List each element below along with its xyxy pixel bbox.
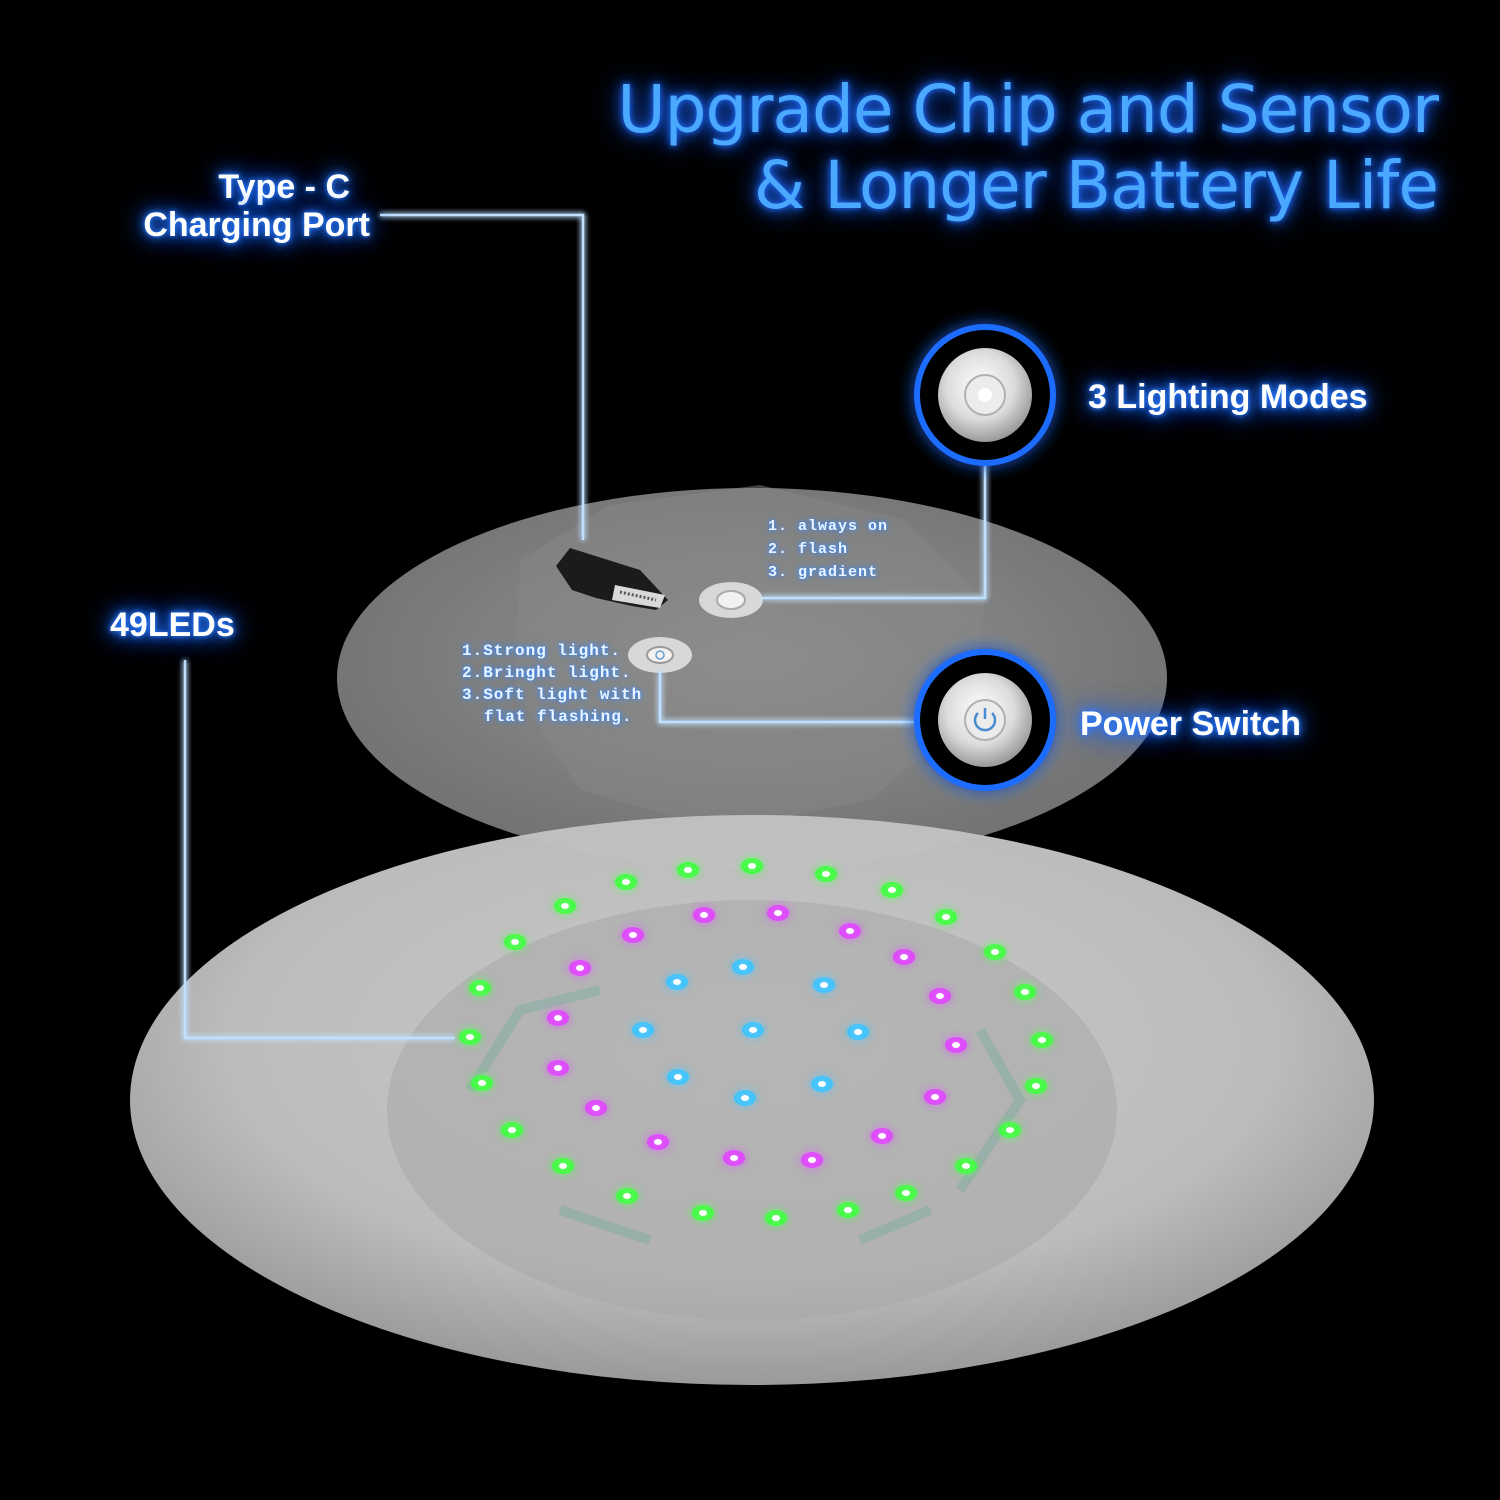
led-core (559, 1163, 567, 1169)
led-core (962, 1163, 970, 1169)
led-core (739, 964, 747, 970)
led-core (748, 863, 756, 869)
mode-item: 1. always on (768, 518, 889, 535)
power-switch-label: Power Switch (1080, 705, 1302, 743)
power-switch-button-icon (914, 649, 1056, 791)
led-core (878, 1133, 886, 1139)
brightness-item: flat flashing. (484, 708, 633, 726)
power-button-small-icon (628, 637, 692, 673)
led-core (1038, 1037, 1046, 1043)
charging-port-line-1: Type - C (218, 168, 350, 206)
led-core (629, 932, 637, 938)
brightness-list: 1.Strong light. 2.Bringht light. 3.Soft … (462, 640, 642, 728)
led-core (508, 1127, 516, 1133)
mode-list: 1. always on 2. flash 3. gradient (768, 515, 888, 584)
headline: Upgrade Chip and Sensor & Longer Battery… (438, 71, 1439, 224)
led-core (476, 985, 484, 991)
led-core (1032, 1083, 1040, 1089)
led-core (730, 1155, 738, 1161)
callout-lines (183, 213, 987, 1040)
led-core (808, 1157, 816, 1163)
led-core (639, 1027, 647, 1033)
led-core (673, 979, 681, 985)
led-core (684, 867, 692, 873)
led-core (1006, 1127, 1014, 1133)
brightness-item: 3.Soft light with (462, 686, 643, 704)
led-core (942, 914, 950, 920)
led-array (459, 858, 1053, 1226)
led-core (700, 912, 708, 918)
brightness-item: 2.Bringht light. (462, 664, 632, 682)
led-core (846, 928, 854, 934)
charging-port-label: Type - C Charging Port (100, 168, 370, 244)
led-core (844, 1207, 852, 1213)
led-core (749, 1027, 757, 1033)
led-core (511, 939, 519, 945)
charging-port-line-2: Charging Port (143, 206, 370, 244)
mode-item: 3. gradient (768, 564, 879, 581)
headline-line-1: Upgrade Chip and Sensor (617, 71, 1439, 148)
led-core (699, 1210, 707, 1216)
lighting-mode-button-icon (914, 324, 1056, 466)
led-core (818, 1081, 826, 1087)
led-core (554, 1015, 562, 1021)
type-c-port-icon (556, 548, 668, 610)
led-core (774, 910, 782, 916)
leds-label: 49LEDs (110, 606, 235, 644)
led-core (622, 879, 630, 885)
led-core (854, 1029, 862, 1035)
led-core (952, 1042, 960, 1048)
led-core (902, 1190, 910, 1196)
led-core (623, 1193, 631, 1199)
led-core (741, 1095, 749, 1101)
led-core (888, 887, 896, 893)
led-core (991, 949, 999, 955)
led-core (554, 1065, 562, 1071)
led-core (674, 1074, 682, 1080)
led-core (900, 954, 908, 960)
headline-line-2: & Longer Battery Life (753, 147, 1439, 224)
led-core (592, 1105, 600, 1111)
brightness-item: 1.Strong light. (462, 642, 622, 660)
led-core (576, 965, 584, 971)
led-core (820, 982, 828, 988)
led-core (936, 993, 944, 999)
mode-item: 2. flash (768, 541, 849, 558)
led-core (772, 1215, 780, 1221)
led-core (822, 871, 830, 877)
led-core (466, 1034, 474, 1040)
led-core (561, 903, 569, 909)
led-core (478, 1080, 486, 1086)
lighting-modes-label: 3 Lighting Modes (1088, 378, 1368, 416)
led-core (931, 1094, 939, 1100)
mode-button-icon (699, 582, 763, 618)
led-core (1021, 989, 1029, 995)
led-core (654, 1139, 662, 1145)
